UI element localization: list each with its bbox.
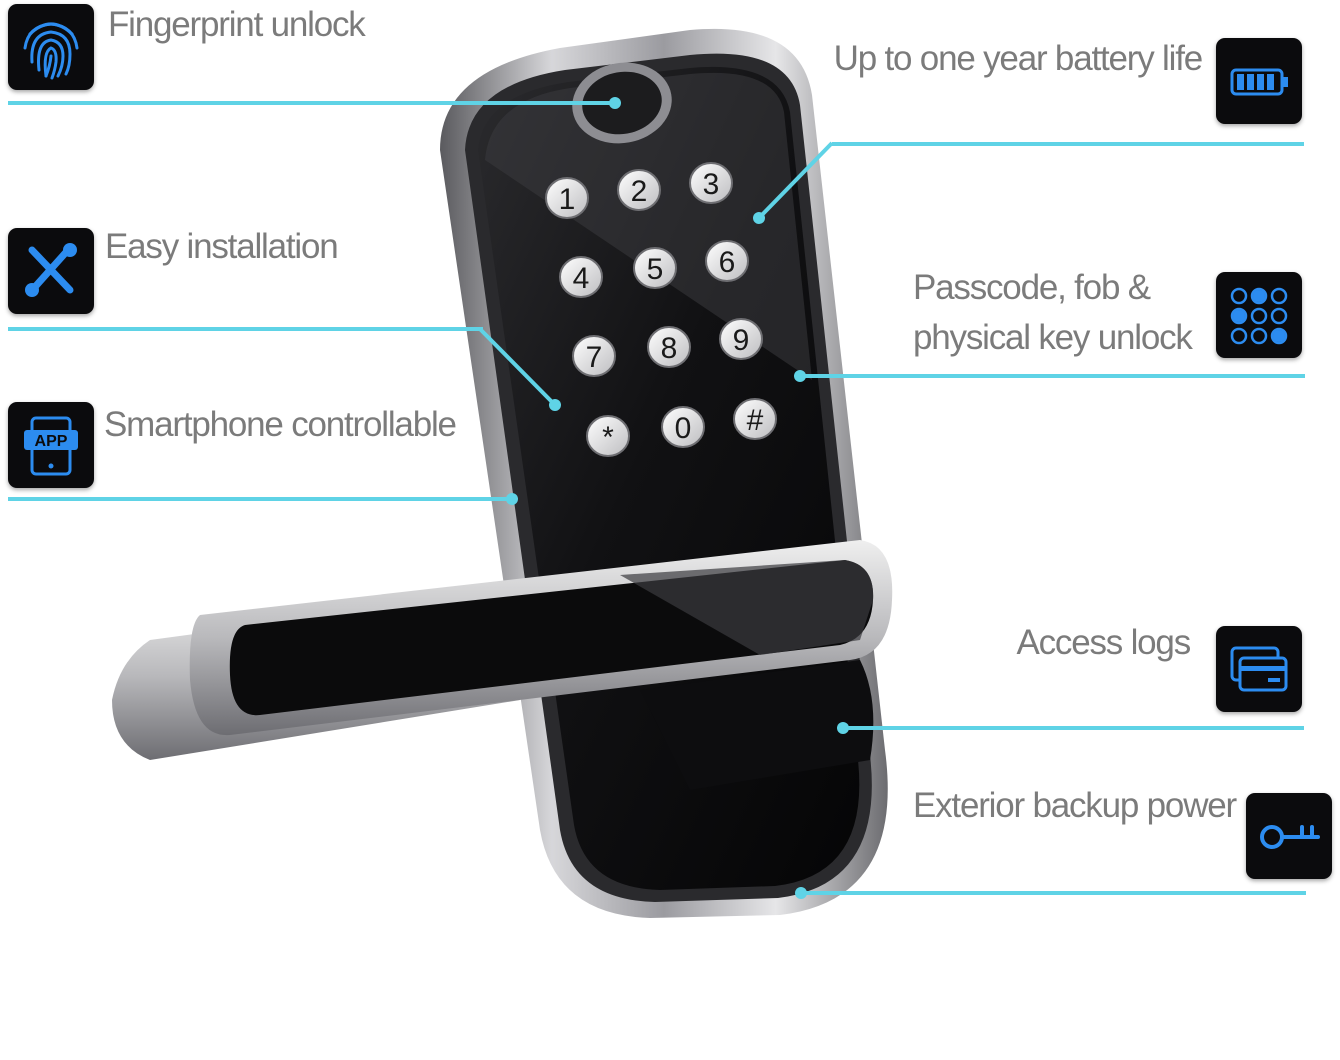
keypad-key-label: 1 <box>559 183 576 216</box>
installation-tile <box>8 228 94 314</box>
key-icon <box>1260 825 1320 849</box>
fingerprint-callout-line <box>8 101 615 105</box>
tools-icon <box>25 243 77 297</box>
fingerprint-icon <box>23 22 79 80</box>
keypad-icon <box>1230 287 1288 345</box>
access-logs-tile <box>1216 626 1302 712</box>
keypad-key-label: # <box>747 404 764 437</box>
keypad-key-label: 7 <box>586 341 603 374</box>
cards-icon <box>1230 646 1288 692</box>
passcode-callout-line <box>800 374 1305 378</box>
keypad-key-hash[interactable]: # <box>733 398 777 440</box>
passcode-label-line1: Passcode, fob & <box>913 268 1151 307</box>
battery-icon <box>1230 68 1288 96</box>
app-phone-icon: APP <box>24 416 78 476</box>
fingerprint-tile <box>8 4 94 90</box>
battery-tile <box>1216 38 1302 124</box>
keypad-key-label: 5 <box>647 253 664 286</box>
installation-label: Easy installation <box>105 227 339 266</box>
keypad-key-label: 4 <box>573 262 590 295</box>
app-icon-text: APP <box>35 433 68 450</box>
keypad-key-label: 6 <box>719 246 736 279</box>
keypad-key-7[interactable]: 7 <box>572 335 616 377</box>
passcode-tile <box>1216 272 1302 358</box>
keypad-key-label: * <box>602 421 614 454</box>
access-logs-callout-line <box>843 726 1304 730</box>
keypad-key-1[interactable]: 1 <box>545 177 589 219</box>
keypad-key-label: 8 <box>661 332 678 365</box>
keypad-key-label: 3 <box>703 168 720 201</box>
keypad-key-2[interactable]: 2 <box>617 169 661 211</box>
keypad-key-5[interactable]: 5 <box>633 247 677 289</box>
keypad-key-star[interactable]: * <box>586 415 630 457</box>
keypad-key-6[interactable]: 6 <box>705 240 749 282</box>
keypad-key-8[interactable]: 8 <box>647 326 691 368</box>
passcode-label-line2: physical key unlock <box>913 318 1193 357</box>
keypad-key-3[interactable]: 3 <box>689 162 733 204</box>
backup-power-tile <box>1246 793 1332 879</box>
backup-power-callout-line <box>801 891 1306 895</box>
keypad-key-label: 0 <box>675 412 692 445</box>
fingerprint-label: Fingerprint unlock <box>108 5 366 44</box>
keypad-key-9[interactable]: 9 <box>719 318 763 360</box>
keypad-key-0[interactable]: 0 <box>661 406 705 448</box>
backup-power-label: Exterior backup power <box>912 786 1237 825</box>
access-logs-label: Access logs <box>1016 623 1191 662</box>
battery-callout-line <box>832 142 1304 146</box>
keypad-key-label: 9 <box>733 324 750 357</box>
smartphone-label: Smartphone controllable <box>104 405 457 444</box>
keypad: 1 2 3 4 5 6 7 8 9 * 0 # <box>545 162 777 457</box>
keypad-key-4[interactable]: 4 <box>559 256 603 298</box>
installation-callout-line <box>8 327 483 331</box>
smartphone-callout-line <box>8 497 513 501</box>
keypad-key-label: 2 <box>631 175 648 208</box>
smartphone-tile: APP <box>8 402 94 488</box>
battery-label: Up to one year battery life <box>833 39 1204 78</box>
